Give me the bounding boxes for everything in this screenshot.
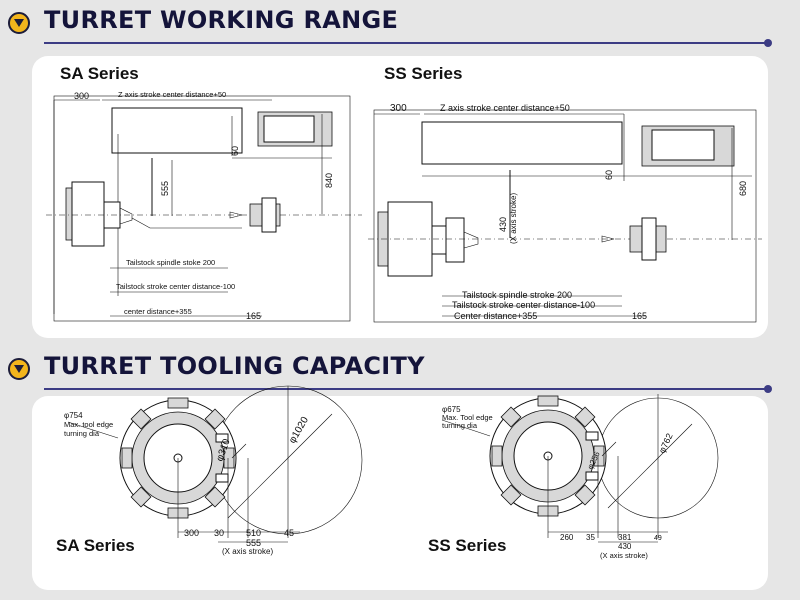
sa-dim-60: 60 bbox=[230, 146, 240, 156]
sa-tool-x-stroke: (X axis stroke) bbox=[222, 547, 273, 556]
ss-tooling-dimension-lines bbox=[441, 394, 693, 543]
sa-dim-300: 300 bbox=[74, 91, 89, 101]
ss-tool-260: 260 bbox=[560, 533, 574, 542]
sa-tool-max-edge: Max. tool edge bbox=[64, 420, 113, 429]
sa-tool-510: 510 bbox=[246, 528, 261, 538]
ss-tool-430: 430 bbox=[618, 542, 632, 551]
ss-tool-dia-762: φ762 bbox=[657, 432, 675, 455]
sa-tool-dia-754: φ754 bbox=[64, 411, 83, 420]
ss-dim-x-stroke: (X axis stroke) bbox=[509, 193, 518, 244]
ss-tooling-drawing: φ675 Max. Tool edge turning dia φ762 φ25… bbox=[441, 394, 719, 560]
ss-tool-x-stroke: (X axis stroke) bbox=[600, 551, 648, 560]
section-title: TURRET TOOLING CAPACITY bbox=[44, 352, 425, 380]
title-underline bbox=[44, 42, 768, 44]
series-label-ss: SS Series bbox=[428, 536, 507, 555]
ss-tool-49: 49 bbox=[654, 535, 662, 542]
ss-tool-max-edge: Max. Tool edge bbox=[442, 413, 493, 422]
sa-dim-165: 165 bbox=[246, 311, 261, 321]
sa-dim-center-distance: center distance+355 bbox=[124, 307, 192, 316]
sa-tooling-dimension-lines bbox=[67, 386, 333, 543]
sa-tool-555: 555 bbox=[246, 538, 261, 548]
ss-dim-300: 300 bbox=[390, 103, 407, 114]
section-header-working-range: TURRET WORKING RANGE bbox=[0, 4, 800, 47]
chevron-down-icon bbox=[8, 12, 30, 34]
chevron-down-icon bbox=[8, 358, 30, 380]
ss-tool-381: 381 bbox=[618, 533, 632, 542]
ss-dim-tailstock-spindle: Tailstock spindle stroke 200 bbox=[462, 290, 572, 300]
sa-dim-tailstock-spindle: Tailstock spindle stoke 200 bbox=[126, 258, 215, 267]
ss-tool-turning-dia: turning dia bbox=[442, 421, 478, 430]
ss-dimension-labels: 300 Z axis stroke center distance+50 60 … bbox=[390, 103, 748, 321]
ss-dim-tailstock-center: Tailstock stroke center distance-100 bbox=[452, 300, 595, 310]
ss-dim-60: 60 bbox=[604, 170, 614, 180]
ss-dim-z-stroke: Z axis stroke center distance+50 bbox=[440, 103, 570, 113]
ss-turret-disc bbox=[489, 395, 719, 519]
sa-dimension-lines bbox=[53, 99, 323, 317]
section-header-tooling-capacity: TURRET TOOLING CAPACITY bbox=[0, 350, 800, 393]
series-label-sa: SA Series bbox=[60, 64, 139, 83]
series-label-ss: SS Series bbox=[384, 64, 463, 83]
sa-tool-300: 300 bbox=[184, 528, 199, 538]
sa-tooling-drawing: φ754 Max. tool edge turning dia φ1020 φ3… bbox=[64, 385, 363, 556]
sa-tool-turning-dia: turning dia bbox=[64, 429, 100, 438]
section-title: TURRET WORKING RANGE bbox=[44, 6, 399, 34]
sa-tool-45: 45 bbox=[284, 528, 294, 538]
ss-dimension-lines bbox=[374, 113, 733, 317]
sa-tool-30: 30 bbox=[214, 528, 224, 538]
tooling-capacity-panel: SA Series SS Series bbox=[32, 385, 768, 590]
ss-dim-center-distance: Center distance+355 bbox=[454, 311, 537, 321]
ss-dim-430: 430 bbox=[498, 217, 508, 232]
sa-dim-555: 555 bbox=[160, 181, 170, 196]
ss-tool-dia-675: φ675 bbox=[442, 405, 461, 414]
sa-dim-tailstock-center: Tailstock stroke center distance-100 bbox=[116, 282, 235, 291]
sa-machine-outline bbox=[46, 95, 362, 322]
title-underline-dot bbox=[764, 385, 772, 393]
ss-working-range-drawing: 300 Z axis stroke center distance+50 60 … bbox=[368, 103, 762, 323]
title-underline-dot bbox=[764, 39, 772, 47]
working-range-panel: SA Series SS Series bbox=[32, 56, 768, 338]
ss-tool-35: 35 bbox=[586, 533, 595, 542]
ss-dim-680: 680 bbox=[738, 181, 748, 196]
ss-dim-165: 165 bbox=[632, 311, 647, 321]
title-underline bbox=[44, 388, 768, 390]
series-label-sa: SA Series bbox=[56, 536, 135, 555]
sa-dimension-labels: 300 Z axis stroke center distance+50 60 … bbox=[74, 90, 334, 321]
sa-dim-z-stroke: Z axis stroke center distance+50 bbox=[118, 90, 226, 99]
sa-dim-840: 840 bbox=[324, 173, 334, 188]
ss-machine-outline bbox=[368, 109, 762, 323]
sa-working-range-drawing: 300 Z axis stroke center distance+50 60 … bbox=[46, 90, 362, 322]
